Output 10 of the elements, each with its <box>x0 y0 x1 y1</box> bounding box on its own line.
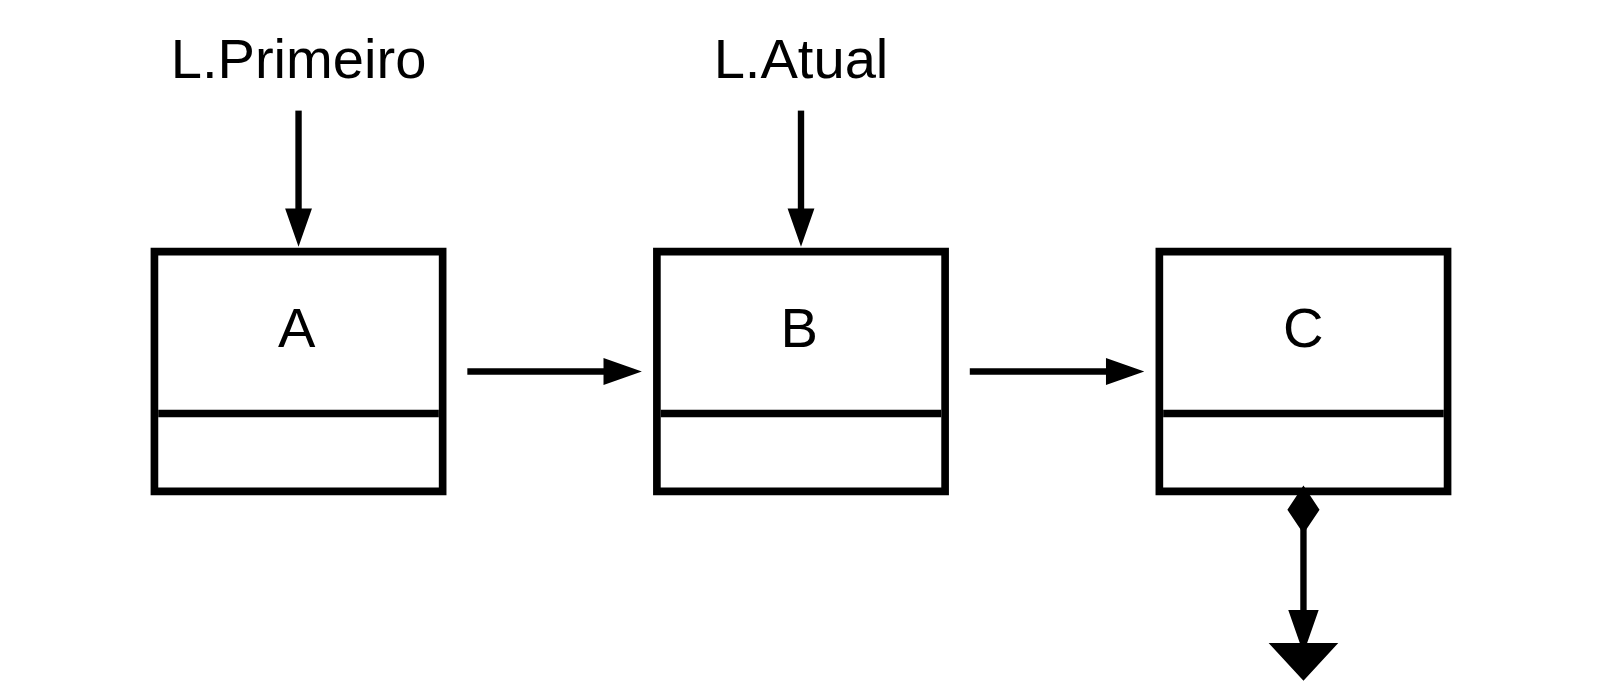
node-ground <box>1268 643 1338 681</box>
arrow <box>969 358 1144 385</box>
node-text: L.Primeiro <box>170 27 426 91</box>
arrow <box>284 110 312 247</box>
node-box: C <box>1155 247 1451 496</box>
node-box: B <box>652 247 949 496</box>
node-text: L.Atual <box>713 27 888 91</box>
arrow <box>466 358 642 385</box>
node-box: A <box>150 247 446 496</box>
arrow <box>787 110 814 247</box>
